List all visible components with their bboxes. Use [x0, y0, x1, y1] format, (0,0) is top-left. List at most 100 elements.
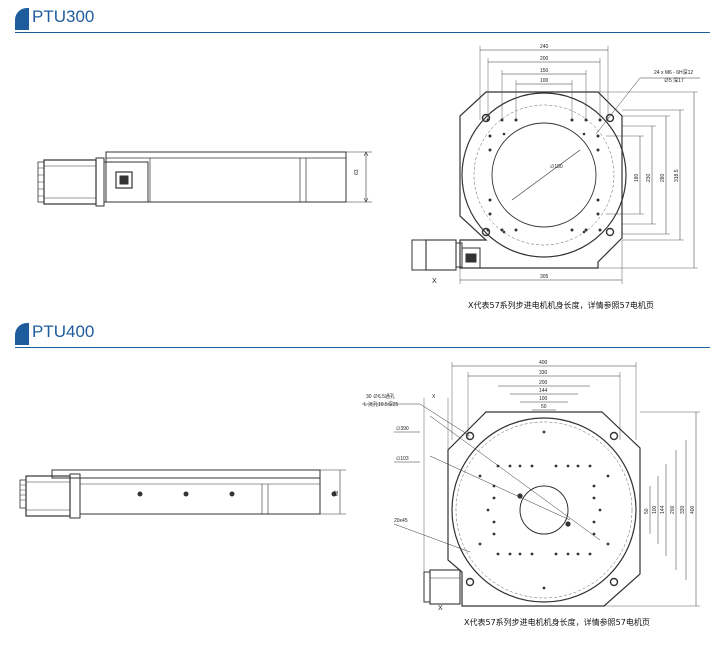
mounting-hole	[542, 586, 546, 590]
mounting-hole	[508, 464, 512, 468]
section-title: PTU400	[32, 322, 95, 341]
mounting-hole	[530, 464, 534, 468]
dim-label: 144	[660, 505, 666, 514]
dim-label: ∅390	[396, 426, 409, 432]
ptu400-hole-pattern	[478, 430, 610, 590]
dim-label: 200	[539, 380, 548, 386]
mounting-hole	[565, 521, 571, 527]
dim-label: 50	[644, 508, 650, 514]
mounting-hole	[508, 552, 512, 556]
mounting-hole	[492, 520, 496, 524]
dim-label: ∅180	[550, 164, 563, 170]
mounting-hole	[518, 552, 522, 556]
x-length-label: X	[432, 278, 437, 285]
dim-label: 400	[539, 360, 548, 366]
mounting-hole	[502, 230, 506, 234]
mounting-hole	[582, 132, 586, 136]
hole-note: ∅5 深17	[664, 77, 684, 84]
hole-note: 30 ∅6.5通孔	[366, 393, 395, 400]
ptu400-top-view	[362, 362, 700, 607]
mounting-hole	[598, 228, 602, 232]
mounting-hole	[542, 430, 546, 434]
mounting-hole	[554, 464, 558, 468]
mounting-hole	[598, 508, 602, 512]
mounting-hole	[596, 134, 600, 138]
dim-label: 230	[646, 173, 652, 182]
section-divider	[15, 347, 710, 348]
section-header-ptu300: PTU300	[0, 0, 710, 34]
section-divider	[15, 32, 710, 33]
mounting-hole	[576, 464, 580, 468]
mounting-hole	[518, 464, 522, 468]
mounting-hole	[502, 132, 506, 136]
dim-label: 280	[660, 173, 666, 182]
dim-label: 100	[540, 78, 549, 84]
dim-label: 200	[670, 505, 676, 514]
dim-label: 305	[540, 274, 549, 280]
mounting-hole	[517, 493, 523, 499]
section-tab-marker	[15, 8, 29, 30]
dim-label: 240	[540, 44, 549, 50]
dim-label: 63	[354, 169, 360, 175]
mounting-hole	[570, 118, 574, 122]
mounting-hole	[576, 552, 580, 556]
dim-label: 200	[540, 56, 549, 62]
mounting-hole	[492, 532, 496, 536]
mounting-hole	[496, 552, 500, 556]
dim-label: 330	[539, 370, 548, 376]
dim-label: 400	[690, 505, 696, 514]
mounting-hole	[530, 552, 534, 556]
figure-caption: X代表57系列步进电机机身长度，详情参照57电机页	[464, 618, 650, 627]
mounting-hole	[492, 496, 496, 500]
mounting-hole	[488, 134, 492, 138]
mounting-hole	[566, 464, 570, 468]
hole-note: 24 x M6 - 6H深12	[654, 69, 693, 76]
section-tab-marker	[15, 323, 29, 345]
x-length-label: X	[438, 605, 443, 612]
hole-note: L 沉孔10.5深25	[364, 401, 398, 408]
section-title: PTU300	[32, 7, 95, 26]
mounting-hole	[486, 228, 490, 232]
mounting-hole	[598, 118, 602, 122]
dim-label: 330	[680, 505, 686, 514]
dim-label: 50	[541, 404, 547, 410]
mounting-hole	[496, 464, 500, 468]
dim-label: X	[432, 394, 436, 400]
radius-label: 20x45	[394, 518, 408, 524]
mounting-hole	[582, 230, 586, 234]
mounting-hole	[554, 552, 558, 556]
dim-label: 100	[652, 505, 658, 514]
mounting-hole	[592, 520, 596, 524]
dim-label: 318.5	[674, 169, 680, 182]
mounting-hole	[584, 118, 588, 122]
mounting-hole	[592, 496, 596, 500]
ptu300-top-view	[411, 46, 700, 284]
mounting-hole	[486, 118, 490, 122]
mounting-hole	[478, 542, 482, 546]
mounting-hole	[596, 212, 600, 216]
mounting-hole	[488, 212, 492, 216]
ptu300-dimension-labels: 63 240 200 150 100 ∅180 180 230 280 318.…	[354, 44, 693, 285]
mounting-hole	[606, 474, 610, 478]
mounting-hole	[500, 228, 504, 232]
dim-label: 150	[540, 68, 549, 74]
mounting-hole	[606, 542, 610, 546]
mounting-hole	[488, 198, 492, 202]
mounting-hole	[514, 228, 518, 232]
mounting-hole	[588, 552, 592, 556]
dim-label: 180	[634, 173, 640, 182]
dim-label: 62	[334, 490, 340, 496]
mounting-hole	[592, 484, 596, 488]
mounting-hole	[488, 148, 492, 152]
dim-label: 100	[539, 396, 548, 402]
mounting-hole	[486, 508, 490, 512]
mounting-hole	[566, 552, 570, 556]
section-header-ptu400: PTU400	[0, 315, 710, 349]
mounting-hole	[492, 484, 496, 488]
mounting-hole	[500, 118, 504, 122]
mounting-hole	[596, 198, 600, 202]
ptu400-side-view	[19, 469, 346, 519]
ptu300-side-view	[37, 151, 372, 207]
dim-label: ∅103	[396, 456, 409, 462]
